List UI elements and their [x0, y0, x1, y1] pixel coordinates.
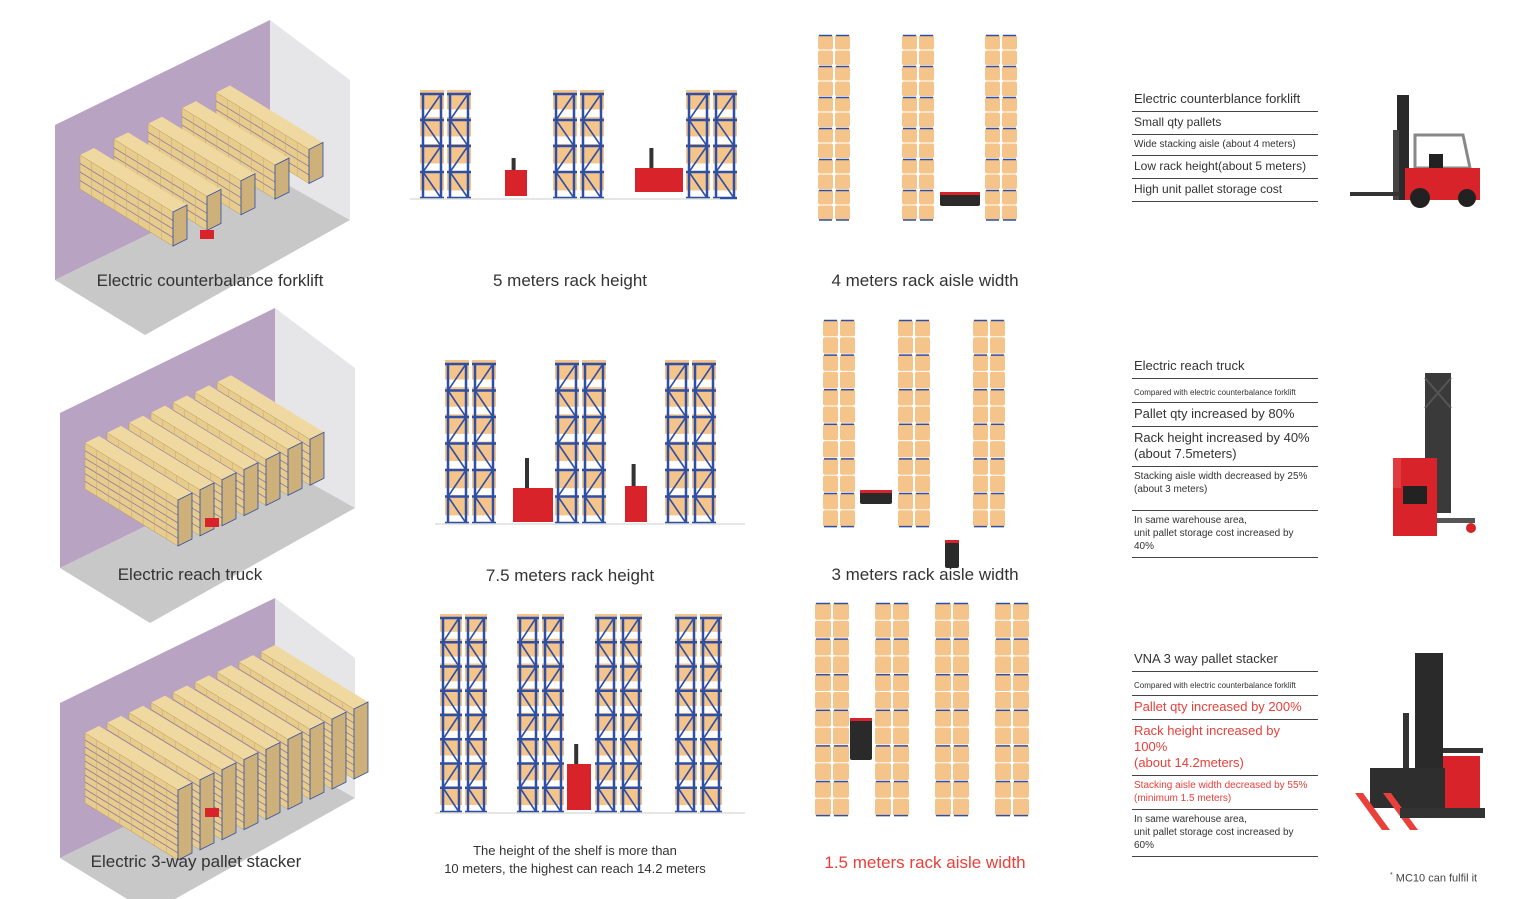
warehouse-illustration-counterbalance: [55, 20, 350, 335]
rack-height-caption: The height of the shelf is more than 10 …: [420, 842, 730, 878]
spec-item-line2: (about 7.5meters): [1134, 446, 1237, 461]
warehouse-illustration-3-way-stacker: [60, 598, 369, 899]
aisle-width-diagram-4m: [818, 34, 1017, 221]
rack-height-diagram-14-2m: [435, 614, 745, 814]
spec-item: In same warehouse area, unit pallet stora…: [1132, 511, 1318, 558]
rack-height-diagram-7-5m: [435, 360, 745, 525]
spec-item-line1: Stacking aisle width decreased by 25%: [1134, 471, 1308, 482]
spec-item: Stacking aisle width decreased by 55% (mi…: [1132, 776, 1318, 810]
vna-stacker-icon: [1355, 653, 1485, 830]
footnote-mark: *: [1390, 872, 1393, 879]
warehouse-illustration-reach-truck: [60, 308, 355, 623]
spec-list-vna-stacker: VNA 3 way pallet stacker Compared with e…: [1132, 648, 1318, 857]
spec-title: VNA 3 way pallet stacker: [1132, 648, 1318, 672]
footnote-text: MC10 can fulfil it: [1395, 872, 1478, 885]
rack-height-diagram-5m: [410, 90, 737, 200]
spec-item-line1: Stacking aisle width decreased by 55%: [1134, 780, 1308, 791]
spec-item: In same warehouse area, unit pallet stora…: [1132, 810, 1318, 857]
rack-height-caption-line2: 10 meters, the highest can reach 14.2 me…: [444, 861, 706, 876]
rack-height-caption: 5 meters rack height: [492, 271, 647, 290]
spec-item-line1: In same warehouse area,: [1134, 515, 1247, 526]
aisle-width-diagram-3m: [823, 319, 1005, 568]
spec-title: Electric counterblance forklift: [1132, 88, 1318, 112]
warehouse-caption: Electric reach truck: [117, 565, 263, 584]
spec-item-line1: Rack height increased by 40%: [1134, 430, 1310, 445]
spec-item-line1: In same warehouse area,: [1134, 814, 1247, 825]
spec-item: Rack height increased by 100%(about 14.2…: [1132, 720, 1318, 776]
spec-item-line2: (about 3 meters): [1134, 484, 1208, 495]
aisle-width-caption: 4 meters rack aisle width: [831, 271, 1019, 290]
spec-item-line2: unit pallet storage cost increased by 60…: [1134, 827, 1294, 851]
counterbalance-forklift-icon: [1350, 95, 1480, 208]
spec-item-line1: Rack height increased by 100%: [1134, 723, 1280, 754]
spec-title: Electric reach truck: [1132, 355, 1318, 379]
spec-item: Low rack height(about 5 meters): [1132, 156, 1318, 179]
spec-item: Small qty pallets: [1132, 112, 1318, 135]
spec-item: Pallet qty increased by 80%: [1132, 403, 1318, 427]
spec-item-line2: (about 14.2meters): [1134, 755, 1244, 770]
spec-item: Rack height increased by 40%(about 7.5me…: [1132, 427, 1318, 467]
rack-height-caption-line1: The height of the shelf is more than: [473, 843, 677, 858]
footnote: * MC10 can fulfil it: [1390, 872, 1477, 885]
reach-truck-icon: [1393, 373, 1476, 536]
warehouse-caption: Electric counterbalance forklift: [96, 271, 324, 290]
spec-item-line2: (minimum 1.5 meters): [1134, 793, 1232, 804]
spec-item-line2: unit pallet storage cost increased by 40…: [1134, 528, 1294, 552]
spec-compared-note: Compared with electric counterbalance fo…: [1132, 672, 1318, 696]
warehouse-caption: Electric 3-way pallet stacker: [90, 852, 302, 871]
spec-item: Pallet qty increased by 200%: [1132, 696, 1318, 720]
spec-item: Wide stacking aisle (about 4 meters): [1132, 135, 1318, 156]
aisle-width-caption: 3 meters rack aisle width: [831, 565, 1019, 584]
aisle-width-caption: 1.5 meters rack aisle width: [824, 853, 1026, 872]
spec-item: High unit pallet storage cost: [1132, 179, 1318, 202]
spec-item: Stacking aisle width decreased by 25% (ab…: [1132, 467, 1318, 511]
aisle-width-diagram-1-5m: [815, 602, 1029, 817]
rack-height-caption: 7.5 meters rack height: [485, 566, 655, 585]
spec-list-counterbalance: Electric counterblance forklift Small qt…: [1132, 88, 1318, 202]
spec-compared-note: Compared with electric counterbalance fo…: [1132, 379, 1318, 403]
spec-list-reach-truck: Electric reach truck Compared with elect…: [1132, 355, 1318, 558]
